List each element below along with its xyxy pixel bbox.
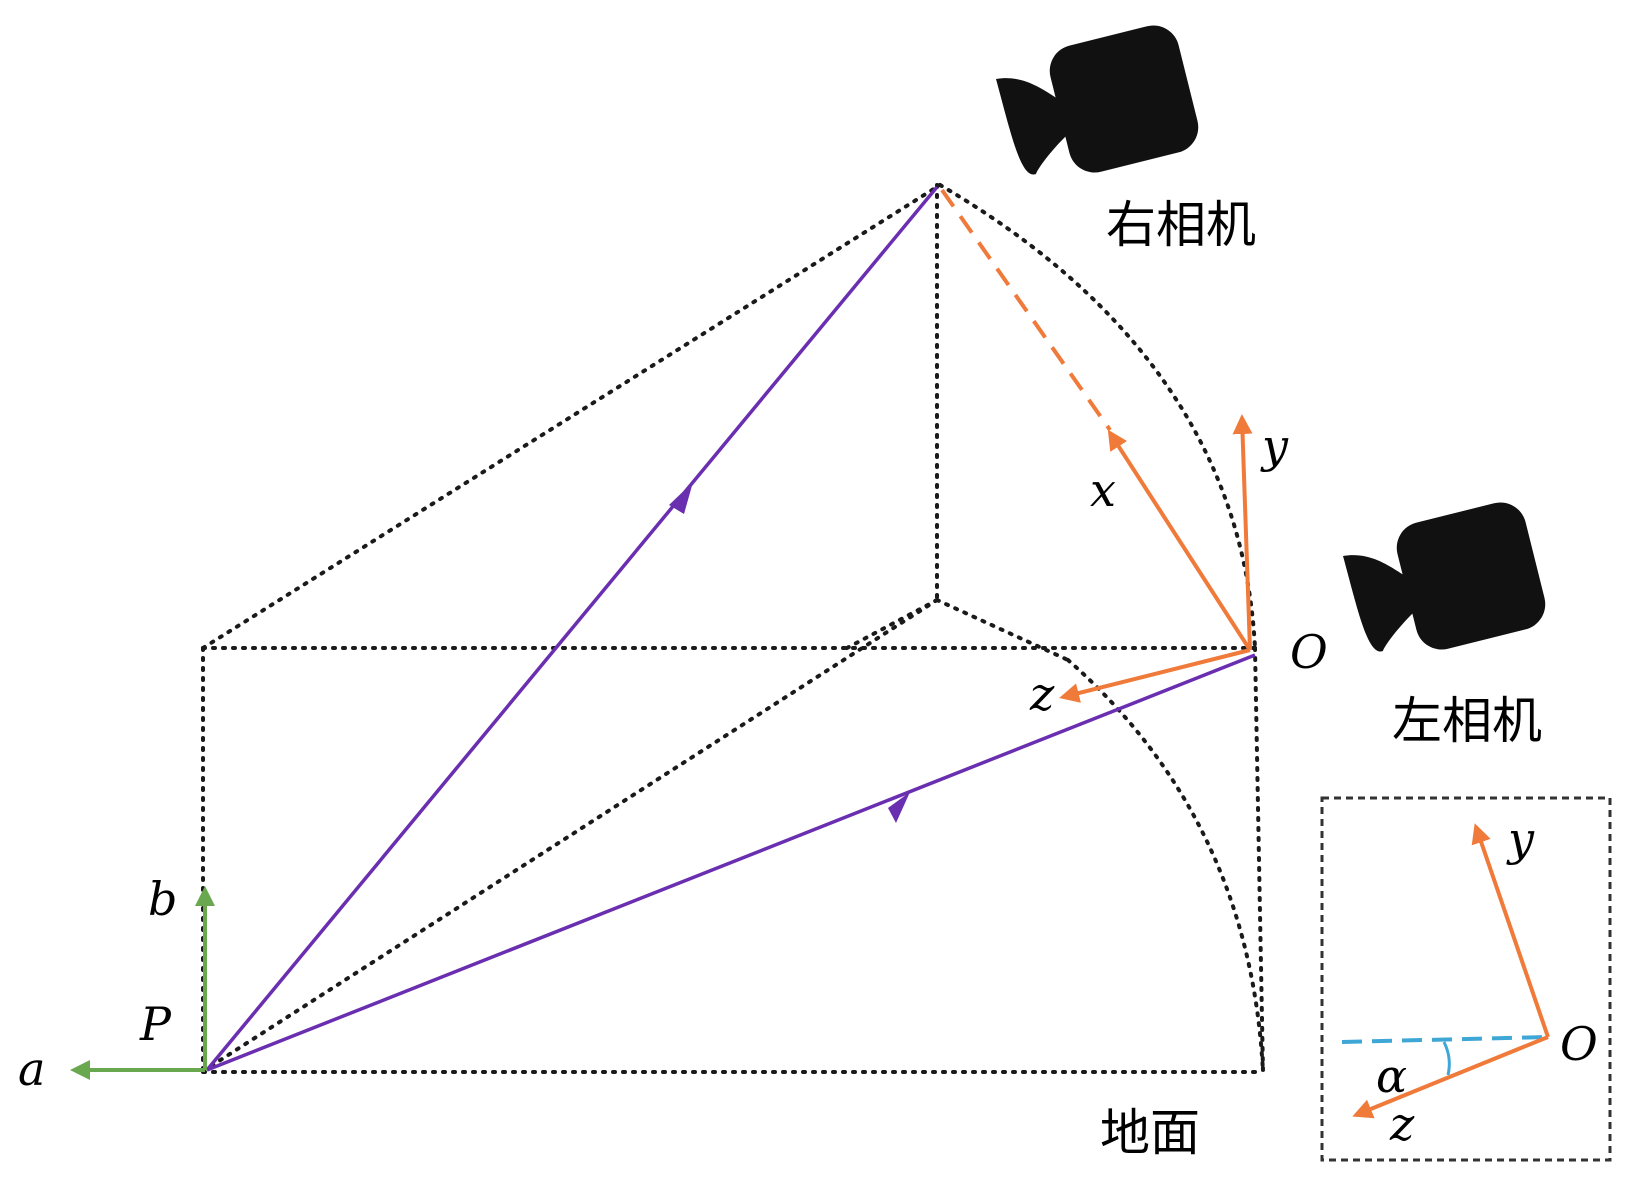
x-axis-extension-dashed bbox=[940, 188, 1112, 432]
axis-z-label: z bbox=[1029, 667, 1055, 721]
sight-line-to-right-camera bbox=[205, 185, 939, 1072]
axis-a-label: a bbox=[18, 1042, 45, 1096]
camera-coordinate-axes bbox=[1059, 414, 1253, 703]
angle-inset bbox=[1320, 796, 1612, 1162]
inset-angle-label: α bbox=[1376, 1049, 1407, 1103]
ground-coordinate-axes bbox=[70, 886, 215, 1080]
point-p-label: P bbox=[139, 997, 172, 1051]
ground-label: 地面 bbox=[1100, 1104, 1200, 1162]
dotted-outline bbox=[201, 183, 1265, 1074]
axis-x-label: x bbox=[1090, 463, 1116, 517]
inset-axis-y-label: y bbox=[1506, 812, 1535, 866]
axis-b-label: b bbox=[148, 872, 177, 926]
inset-axis-z-label: z bbox=[1389, 1097, 1415, 1151]
origin-o-label: O bbox=[1290, 625, 1328, 679]
right-camera-icon bbox=[996, 25, 1199, 175]
right-camera-label: 右相机 bbox=[1106, 196, 1256, 254]
axis-y-label: y bbox=[1260, 419, 1289, 473]
left-camera-icon bbox=[1343, 502, 1546, 652]
sight-line-to-left-camera bbox=[206, 653, 1256, 1072]
inset-origin-o-label: O bbox=[1560, 1017, 1598, 1071]
left-camera-label: 左相机 bbox=[1392, 692, 1542, 750]
inset-horizontal-reference bbox=[1341, 1035, 1549, 1044]
